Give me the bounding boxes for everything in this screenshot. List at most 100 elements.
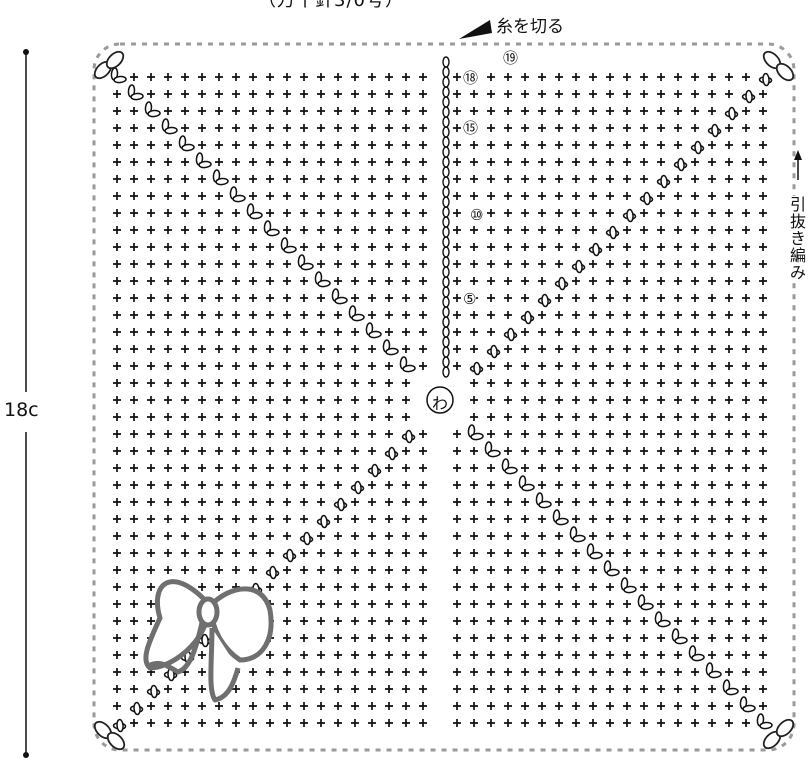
chain-leaf [658,620,670,627]
chain-leaf [556,518,568,525]
chain-leaf [726,688,738,695]
chain-stitch [443,67,449,77]
chain-stitch [443,247,449,257]
side-char: 編 [788,247,808,264]
chain-leaf [233,195,245,202]
chain-stitch [443,267,449,277]
chain-stitch [443,187,449,197]
chain-leaf [270,566,277,578]
chain-stitch [443,207,449,217]
center-ring-label: わ [432,390,448,414]
chain-leaf [627,209,634,221]
chain-stitch [443,147,449,157]
chain-stitch [443,127,449,137]
chain-leaf [386,348,398,355]
chain-stitch [443,287,449,297]
chain-leaf [148,110,160,117]
chain-leaf [471,433,483,440]
slip-stitch-label: 引 抜 き 編 み [788,196,808,281]
round-5-label: ⑤ [463,291,476,307]
chain-stitch [443,277,449,287]
chain-leaf [165,127,177,134]
chain-leaf [202,634,209,646]
chain-leaf [729,107,736,119]
round-19-label: ⑲ [503,50,518,66]
round-15-label: ⑮ [463,120,478,136]
chain-stitch [443,347,449,357]
chain-leaf [182,144,194,151]
chain-leaf [267,229,279,236]
chain-stitch [443,97,449,107]
chain-leaf [372,464,379,476]
chain-stitch [443,197,449,207]
size-label: 18c [4,399,39,421]
chain-leaf [610,226,617,238]
chain-leaf [505,467,517,474]
chain-stitch [443,117,449,127]
chain-leaf [488,450,500,457]
center-chain-column [443,57,449,377]
chain-leaf [114,76,126,83]
chain-leaf [474,362,481,374]
chain-leaf [338,498,345,510]
chain-leaf [352,314,364,321]
chain-leaf [695,141,702,153]
chain-leaf [216,178,228,185]
chain-leaf [559,277,566,289]
chain-stitch [443,57,449,67]
chain-stitch [443,337,449,347]
chain-leaf [542,294,549,306]
chain-stitch [443,227,449,237]
chain-leaf [151,685,158,697]
chain-leaf [403,365,415,372]
round-10-label: ⑩ [470,207,483,223]
chain-leaf [661,175,668,187]
chain-leaf [763,73,770,85]
chain-leaf [743,705,755,712]
chain-stitch [443,237,449,247]
chain-leaf [355,481,362,493]
chain-leaf [508,328,515,340]
chain-leaf [760,722,772,729]
chain-stitch [443,307,449,317]
chain-leaf [641,603,653,610]
chain-leaf [675,637,687,644]
chain-leaf [573,535,585,542]
chain-leaf [624,586,636,593]
chain-leaf [199,161,211,168]
side-char: き [788,230,808,247]
chain-leaf [576,260,583,272]
chain-leaf [321,515,328,527]
chain-leaf [678,158,685,170]
chain-stitch [443,157,449,167]
chain-leaf [287,549,294,561]
chain-leaf [369,331,381,338]
chain-leaf [644,192,651,204]
chain-stitch [443,167,449,177]
chain-leaf [539,501,551,508]
side-char: 引 [788,196,808,213]
chain-stitch [443,317,449,327]
chain-leaf [389,447,396,459]
chain-stitch [443,327,449,337]
chain-leaf [491,345,498,357]
chain-leaf [709,671,721,678]
chain-stitch [443,217,449,227]
chain-leaf [117,719,124,731]
chain-leaf [131,93,143,100]
chain-leaf [406,430,413,442]
chain-leaf [712,124,719,136]
chain-leaf [525,311,532,323]
chain-stitch [443,357,449,367]
chain-stitch [443,87,449,97]
chain-leaf [284,246,296,253]
chain-leaf [134,702,141,714]
chain-leaf [301,263,313,270]
hook-size-note: （万十針3/0号） [258,0,404,12]
side-char: み [788,264,808,281]
chain-stitch [443,257,449,267]
chain-stitch [443,137,449,147]
chain-stitch [443,77,449,87]
chain-leaf [250,212,262,219]
